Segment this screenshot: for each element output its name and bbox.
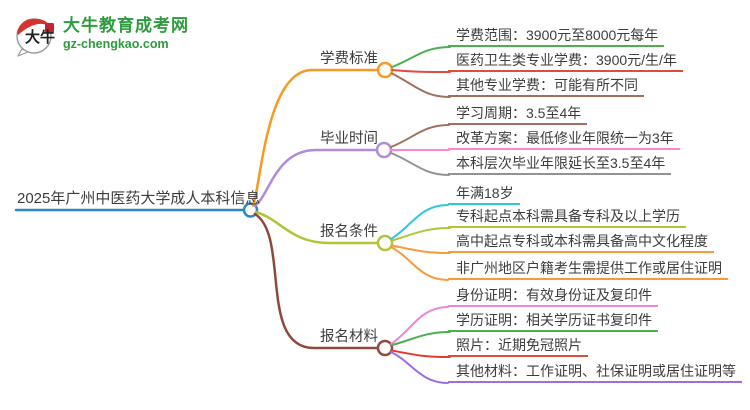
leaf-node[interactable]: 其他专业学费：可能有所不同 bbox=[448, 76, 644, 97]
leaf-node[interactable]: 医药卫生类专业学费：3900元/生/年 bbox=[448, 51, 683, 72]
logo-title: 大牛教育成考网 bbox=[63, 16, 189, 36]
leaf-node[interactable]: 专科起点本科需具备专科及以上学历 bbox=[448, 207, 686, 228]
logo-icon-text: 大牛 bbox=[25, 28, 55, 46]
leaf-node[interactable]: 学费范围：3900元至8000元每年 bbox=[448, 26, 665, 47]
leaf-node[interactable]: 学习周期：3.5至4年 bbox=[448, 104, 588, 125]
branch-node-graduation[interactable]: 毕业时间 bbox=[320, 131, 378, 147]
leaf-node[interactable]: 本科层次毕业年限延长至3.5至4年 bbox=[448, 154, 672, 175]
branch-hub-icon bbox=[375, 141, 393, 159]
branch-node-tuition[interactable]: 学费标准 bbox=[320, 51, 378, 67]
leaf-node[interactable]: 身份证明：有效身份证及复印件 bbox=[448, 286, 658, 307]
leaf-node[interactable]: 其他材料：工作证明、社保证明或居住证明等 bbox=[448, 362, 742, 383]
logo[interactable]: 大牛 大牛教育成考网 gz-chengkao.com bbox=[12, 11, 189, 57]
logo-url: gz-chengkao.com bbox=[63, 36, 169, 51]
branch-node-materials[interactable]: 报名材料 bbox=[320, 329, 378, 345]
branch-hub-icon bbox=[376, 234, 394, 252]
root-hub-icon bbox=[242, 202, 259, 218]
leaf-node[interactable]: 非广州地区户籍考生需提供工作或居住证明 bbox=[448, 259, 728, 280]
logo-cow-icon: 大牛 bbox=[16, 18, 55, 57]
leaf-node[interactable]: 年满18岁 bbox=[448, 184, 520, 205]
leaf-node[interactable]: 高中起点专科或本科需具备高中文化程度 bbox=[448, 232, 714, 253]
branch-hub-icon bbox=[376, 339, 394, 357]
leaf-node[interactable]: 学历证明：相关学历证书复印件 bbox=[448, 311, 658, 332]
root-node[interactable]: 2025年广州中医药大学成人本科信息 bbox=[17, 190, 261, 207]
leaf-node[interactable]: 改革方案：最低修业年限统一为3年 bbox=[448, 129, 680, 150]
leaf-node[interactable]: 照片：近期免冠照片 bbox=[448, 336, 588, 357]
branch-hub-icon bbox=[376, 61, 394, 79]
branch-node-requirements[interactable]: 报名条件 bbox=[320, 224, 378, 240]
